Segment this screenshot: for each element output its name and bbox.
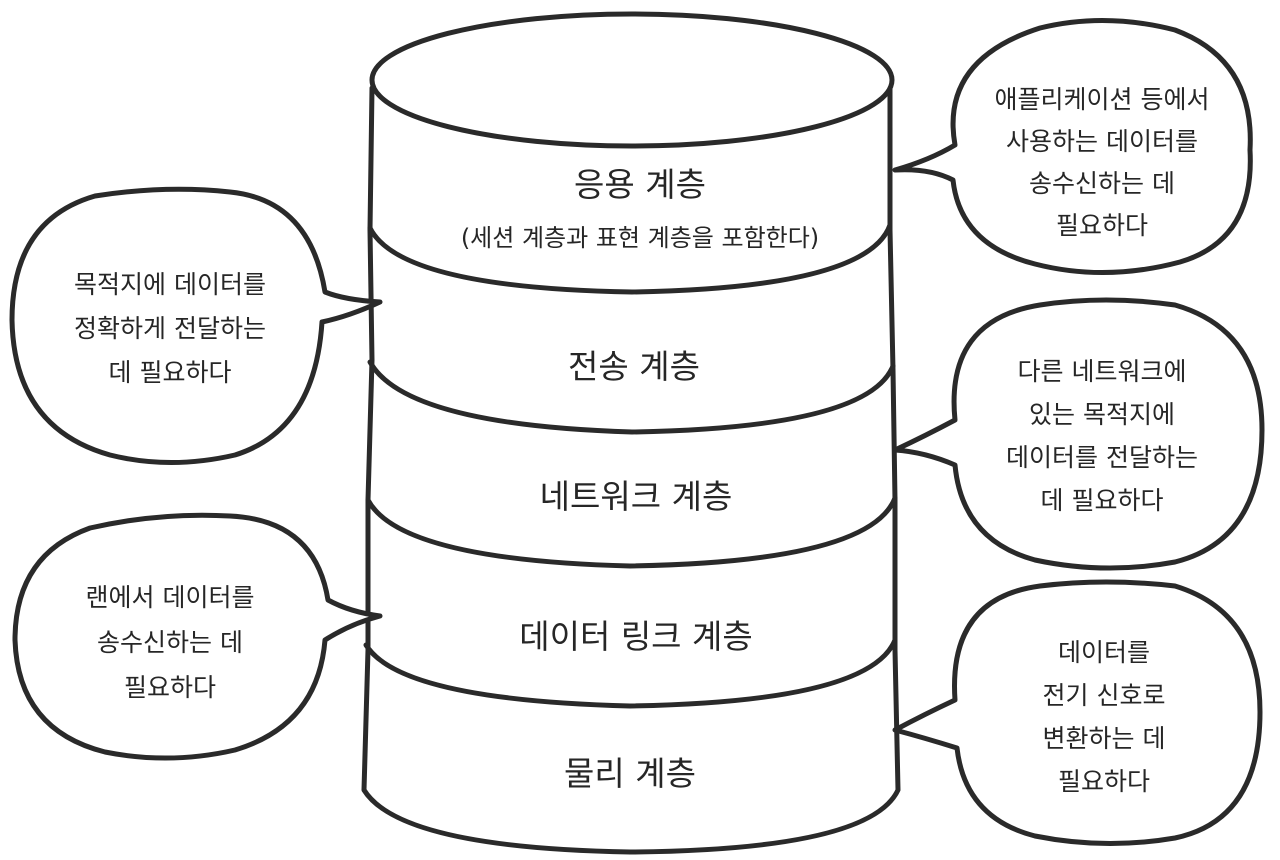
bubble-datalink-shape bbox=[12, 512, 383, 761]
bubble-network-line-4: 데 필요하다 bbox=[1041, 486, 1164, 515]
layer-physical-label: 물리 계층 bbox=[564, 754, 696, 793]
bubble-network-line-3: 데이터를 전달하는 bbox=[1006, 443, 1198, 472]
layer-application-label: 응용 계층 bbox=[574, 165, 706, 204]
bubble-application-shape bbox=[892, 18, 1253, 276]
bubble-application-line-4: 필요하다 bbox=[1056, 211, 1148, 240]
bubble-transport-line-2: 정확하게 전달하는 bbox=[74, 314, 266, 343]
layer-network: 네트워크 계층 bbox=[367, 359, 896, 516]
layer-application: 응용 계층 (세션 계층과 표현 계층을 포함한다) bbox=[369, 11, 895, 252]
bubble-transport-line-3: 데 필요하다 bbox=[109, 358, 232, 387]
layer-network-label: 네트워크 계층 bbox=[540, 477, 733, 516]
bubble-physical-shape bbox=[892, 579, 1263, 846]
bubble-transport: 목적지에 데이터를 정확하게 전달하는 데 필요하다 bbox=[9, 186, 383, 465]
bubble-application-line-1: 애플리케이션 등에서 bbox=[995, 85, 1210, 114]
cylinder-top bbox=[369, 11, 895, 149]
bubble-datalink-line-1: 랜에서 데이터를 bbox=[86, 583, 255, 612]
bubble-application-line-3: 송수신하는 데 bbox=[1029, 169, 1175, 198]
bubble-application-line-2: 사용하는 데이터를 bbox=[1006, 127, 1198, 156]
bubble-physical-line-1: 데이터를 bbox=[1058, 638, 1150, 667]
bubble-transport-shape bbox=[9, 186, 383, 465]
layer-application-sublabel: (세션 계층과 표현 계층을 포함한다) bbox=[461, 224, 819, 252]
transport-top-arc bbox=[367, 222, 893, 295]
layer-datalink: 데이터 링크 계층 bbox=[365, 495, 898, 656]
network-top-arc bbox=[367, 359, 896, 435]
bubble-network-line-1: 다른 네트워크에 bbox=[1018, 357, 1187, 386]
bubble-network-line-2: 있는 목적지에 bbox=[1029, 400, 1175, 429]
layer-physical: 물리 계층 bbox=[363, 637, 898, 793]
layer-stack: 물리 계층 데이터 링크 계층 네트워크 계층 전송 계층 응용 계층 (세션 … bbox=[361, 11, 901, 855]
bubble-physical: 데이터를 전기 신호로 변환하는 데 필요하다 bbox=[892, 579, 1263, 846]
layer-datalink-label: 데이터 링크 계층 bbox=[519, 617, 753, 656]
bubble-physical-line-3: 변환하는 데 bbox=[1043, 724, 1166, 753]
bubble-physical-line-4: 필요하다 bbox=[1058, 767, 1150, 796]
bubble-network-shape bbox=[892, 297, 1265, 571]
datalink-top-arc bbox=[365, 495, 898, 569]
layer-transport-label: 전송 계층 bbox=[568, 347, 700, 386]
physical-top-arc bbox=[363, 637, 898, 709]
layer-transport: 전송 계층 bbox=[367, 222, 893, 386]
bubble-transport-line-1: 목적지에 데이터를 bbox=[74, 270, 266, 299]
bubble-network: 다른 네트워크에 있는 목적지에 데이터를 전달하는 데 필요하다 bbox=[892, 297, 1265, 571]
bubble-datalink-line-2: 송수신하는 데 bbox=[97, 628, 243, 657]
bubble-physical-line-2: 전기 신호로 bbox=[1043, 681, 1166, 710]
bubble-datalink-line-3: 필요하다 bbox=[124, 673, 216, 702]
bubble-application: 애플리케이션 등에서 사용하는 데이터를 송수신하는 데 필요하다 bbox=[892, 18, 1253, 276]
bubble-datalink: 랜에서 데이터를 송수신하는 데 필요하다 bbox=[12, 512, 383, 761]
stack-body bbox=[361, 77, 901, 855]
